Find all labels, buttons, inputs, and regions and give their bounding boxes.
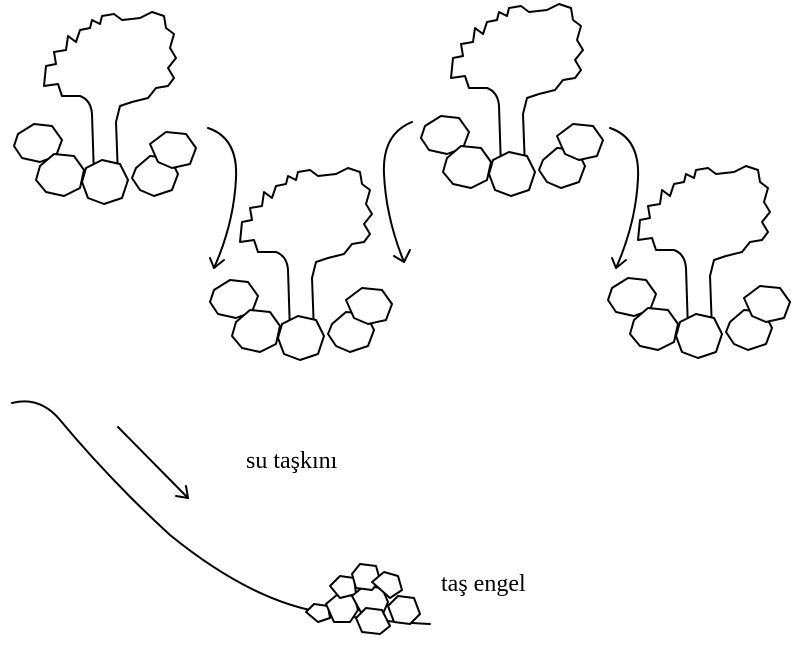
flow-arrow-3 — [609, 127, 640, 269]
flow-arrow-1 — [207, 127, 238, 269]
terrace-3 — [420, 3, 604, 197]
flow-arrow-2 — [382, 121, 413, 263]
flood-arrow — [117, 426, 189, 499]
terrace-4 — [607, 165, 791, 359]
barrier-label: taş engel — [441, 571, 526, 597]
stone-barrier — [305, 563, 421, 635]
terrace-1 — [13, 11, 197, 205]
terrace-2 — [209, 167, 393, 361]
flood-label: su taşkını — [246, 448, 338, 474]
